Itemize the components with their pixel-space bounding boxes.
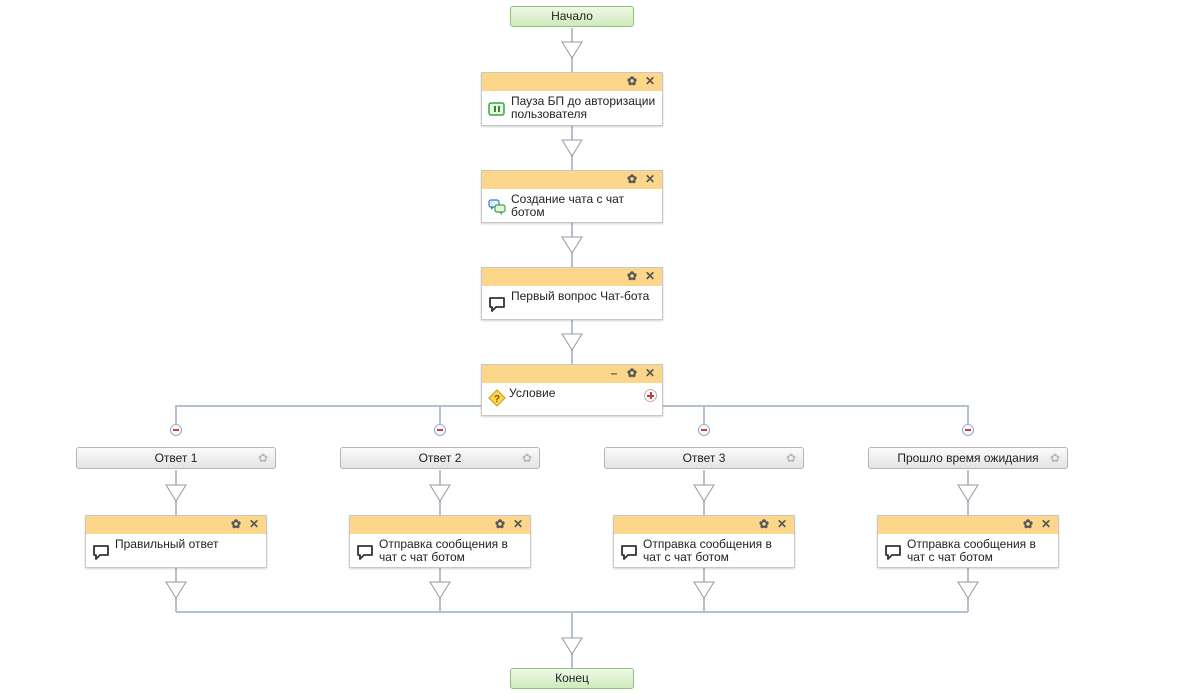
settings-icon[interactable]: ✿ bbox=[626, 172, 638, 186]
settings-icon[interactable]: ✿ bbox=[626, 366, 638, 380]
activity-header: ✿ ✕ bbox=[482, 171, 662, 189]
remove-branch-button[interactable] bbox=[170, 424, 182, 436]
settings-icon[interactable]: ✿ bbox=[1022, 517, 1034, 531]
chat-create-icon bbox=[488, 199, 506, 215]
activity-label: Правильный ответ bbox=[115, 537, 219, 551]
branch-answer-2[interactable]: Ответ 2 ✿ bbox=[340, 447, 540, 469]
flow-arrow bbox=[693, 581, 715, 599]
activity-label: Создание чата с чат ботом bbox=[511, 192, 624, 219]
activity-header: ✿ ✕ bbox=[878, 516, 1058, 534]
svg-text:?: ? bbox=[494, 394, 500, 405]
branch-answer-1[interactable]: Ответ 1 ✿ bbox=[76, 447, 276, 469]
branch-answer-3[interactable]: Ответ 3 ✿ bbox=[604, 447, 804, 469]
condition-icon: ? bbox=[488, 389, 506, 407]
settings-icon[interactable]: ✿ bbox=[257, 451, 269, 465]
flow-arrow bbox=[165, 581, 187, 599]
activity-header: ✿ ✕ bbox=[86, 516, 266, 534]
settings-icon[interactable]: ✿ bbox=[230, 517, 242, 531]
activity-header: ✿ ✕ bbox=[614, 516, 794, 534]
activity-header: ✿ ✕ bbox=[482, 73, 662, 91]
flow-arrow bbox=[957, 581, 979, 599]
flow-arrow bbox=[693, 484, 715, 502]
flow-arrow bbox=[561, 41, 583, 59]
flow-arrow bbox=[429, 484, 451, 502]
activity-create-chat[interactable]: ✿ ✕ Создание чата с чат ботом bbox=[481, 170, 663, 223]
activity-label: Отправка сообщения в чат с чат ботом bbox=[643, 537, 772, 564]
branch-label: Ответ 2 bbox=[418, 451, 462, 465]
message-icon bbox=[357, 545, 373, 560]
settings-icon[interactable]: ✿ bbox=[626, 74, 638, 88]
close-icon[interactable]: ✕ bbox=[644, 366, 656, 380]
activity-send-message[interactable]: ✿ ✕ Отправка сообщения в чат с чат ботом bbox=[877, 515, 1059, 568]
settings-icon[interactable]: ✿ bbox=[785, 451, 797, 465]
activity-pause[interactable]: ✿ ✕ Пауза БП до авторизации пользователя bbox=[481, 72, 663, 126]
close-icon[interactable]: ✕ bbox=[644, 172, 656, 186]
activity-label: Пауза БП до авторизации пользователя bbox=[511, 94, 656, 121]
start-node[interactable]: Начало bbox=[510, 6, 634, 27]
close-icon[interactable]: ✕ bbox=[512, 517, 524, 531]
branch-label: Ответ 1 bbox=[154, 451, 198, 465]
flow-arrow bbox=[429, 581, 451, 599]
settings-icon[interactable]: ✿ bbox=[626, 269, 638, 283]
settings-icon[interactable]: ✿ bbox=[494, 517, 506, 531]
activity-send-message[interactable]: ✿ ✕ Отправка сообщения в чат с чат ботом bbox=[349, 515, 531, 568]
start-label: Начало bbox=[551, 9, 593, 23]
condition-header: – ✿ ✕ bbox=[482, 365, 662, 383]
message-icon bbox=[885, 545, 901, 560]
settings-icon[interactable]: ✿ bbox=[1049, 451, 1061, 465]
branch-label: Ответ 3 bbox=[682, 451, 726, 465]
remove-branch-button[interactable] bbox=[962, 424, 974, 436]
message-icon bbox=[93, 545, 109, 560]
flow-arrow bbox=[561, 333, 583, 351]
condition-label: Условие bbox=[509, 386, 556, 400]
branch-timeout[interactable]: Прошло время ожидания ✿ bbox=[868, 447, 1068, 469]
flow-arrow bbox=[561, 139, 583, 157]
activity-label: Отправка сообщения в чат с чат ботом bbox=[379, 537, 508, 564]
end-label: Конец bbox=[555, 671, 589, 685]
close-icon[interactable]: ✕ bbox=[776, 517, 788, 531]
activity-send-message[interactable]: ✿ ✕ Отправка сообщения в чат с чат ботом bbox=[613, 515, 795, 568]
activity-header: ✿ ✕ bbox=[350, 516, 530, 534]
remove-branch-button[interactable] bbox=[698, 424, 710, 436]
branch-label: Прошло время ожидания bbox=[897, 451, 1039, 465]
close-icon[interactable]: ✕ bbox=[248, 517, 260, 531]
add-branch-button[interactable] bbox=[644, 389, 657, 402]
activity-correct-answer[interactable]: ✿ ✕ Правильный ответ bbox=[85, 515, 267, 568]
flow-arrow bbox=[165, 484, 187, 502]
settings-icon[interactable]: ✿ bbox=[521, 451, 533, 465]
flow-arrow bbox=[561, 236, 583, 254]
activity-header: ✿ ✕ bbox=[482, 268, 662, 286]
activity-label: Первый вопрос Чат-бота bbox=[511, 289, 650, 303]
activity-label: Отправка сообщения в чат с чат ботом bbox=[907, 537, 1036, 564]
flow-arrow bbox=[561, 637, 583, 655]
end-node[interactable]: Конец bbox=[510, 668, 634, 689]
remove-branch-button[interactable] bbox=[434, 424, 446, 436]
close-icon[interactable]: ✕ bbox=[644, 269, 656, 283]
settings-icon[interactable]: ✿ bbox=[758, 517, 770, 531]
collapse-icon[interactable]: – bbox=[610, 366, 618, 380]
pause-icon bbox=[488, 102, 505, 116]
message-icon bbox=[621, 545, 637, 560]
condition-block[interactable]: – ✿ ✕ ? Условие bbox=[481, 364, 663, 416]
message-icon bbox=[489, 297, 505, 312]
close-icon[interactable]: ✕ bbox=[644, 74, 656, 88]
flow-arrow bbox=[957, 484, 979, 502]
close-icon[interactable]: ✕ bbox=[1040, 517, 1052, 531]
activity-first-question[interactable]: ✿ ✕ Первый вопрос Чат-бота bbox=[481, 267, 663, 320]
